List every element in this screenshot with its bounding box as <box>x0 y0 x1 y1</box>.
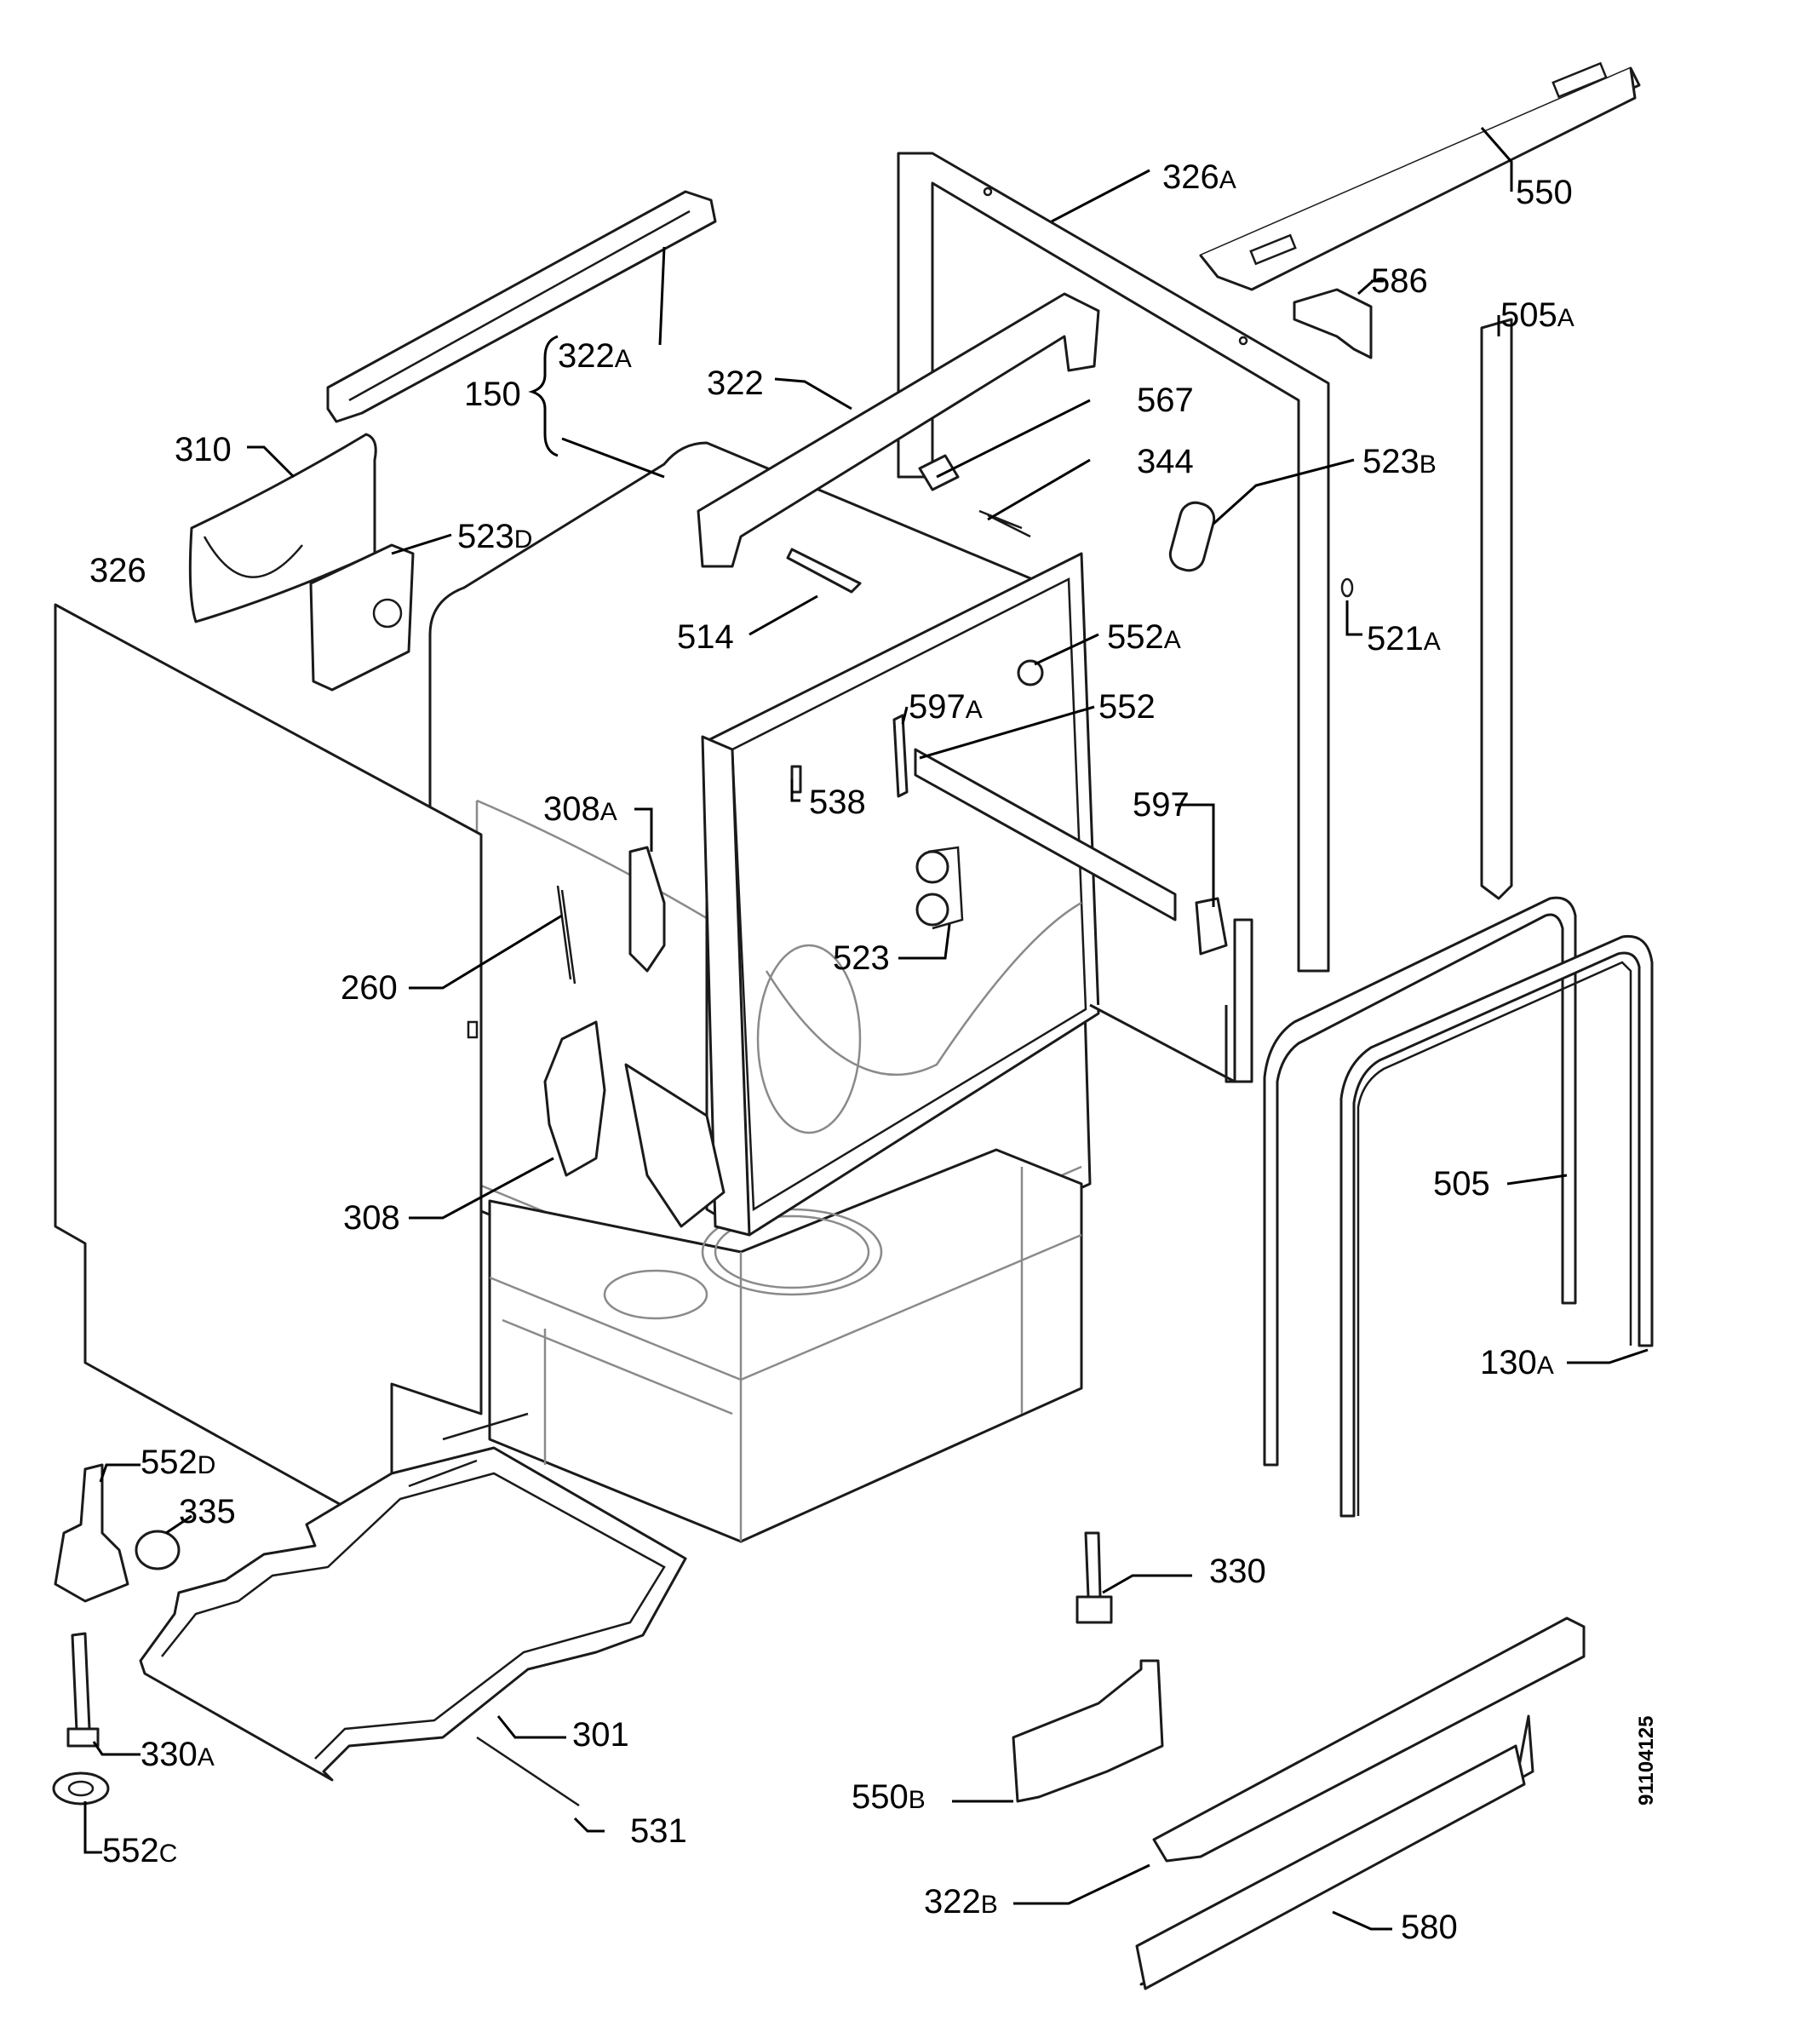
bracket-550b <box>1012 1659 1164 1803</box>
callout-523: 523 <box>833 939 890 977</box>
callout-531: 531 <box>630 1812 687 1850</box>
callout-260: 260 <box>341 969 398 1007</box>
callout-580: 580 <box>1401 1909 1458 1946</box>
callout-150: 150 <box>464 376 521 413</box>
adjustable-foot <box>52 1463 181 1806</box>
callout-552a: 552A <box>1107 618 1181 656</box>
base-frame <box>488 1148 1083 1543</box>
callout-344: 344 <box>1137 443 1194 480</box>
callout-521a: 521A <box>1367 620 1441 657</box>
callout-597a: 597A <box>909 688 983 726</box>
callout-552d: 552D <box>141 1444 216 1481</box>
door-seals <box>1263 896 1654 1518</box>
leader-lines <box>83 127 1649 1931</box>
callout-330a: 330A <box>141 1736 215 1773</box>
callout-538: 538 <box>809 784 866 821</box>
callout-514: 514 <box>677 618 734 656</box>
small-fittings <box>786 454 1354 956</box>
callout-505a: 505A <box>1500 296 1574 334</box>
callout-301: 301 <box>572 1716 629 1754</box>
callout-322a: 322A <box>558 337 632 375</box>
callout-523d: 523D <box>457 518 533 555</box>
kick-plate-580 <box>1135 1714 1534 1990</box>
foot-330 <box>1075 1531 1113 1624</box>
callout-552: 552 <box>1098 688 1156 726</box>
kick-plate-322b <box>1152 1616 1586 1863</box>
callout-586: 586 <box>1371 262 1428 300</box>
callout-597: 597 <box>1133 786 1190 824</box>
callout-130a: 130A <box>1480 1344 1554 1381</box>
side-panel-left <box>54 603 483 1535</box>
callout-322: 322 <box>707 365 764 402</box>
rod-531 <box>476 1736 580 1807</box>
top-cover-322a <box>326 190 717 423</box>
callout-505: 505 <box>1433 1165 1490 1203</box>
callout-552c: 552C <box>102 1832 178 1869</box>
hinges-and-spring <box>543 846 726 1228</box>
callout-310: 310 <box>175 431 232 468</box>
panel-523d <box>309 543 415 692</box>
callout-326a: 326A <box>1162 158 1236 196</box>
callout-308: 308 <box>343 1199 400 1237</box>
bracket-586 <box>1293 288 1373 359</box>
callout-550: 550 <box>1516 174 1573 211</box>
callout-335: 335 <box>179 1493 236 1530</box>
brace-150 <box>528 335 559 457</box>
top-cover-322 <box>697 292 1100 568</box>
base-tray-301 <box>139 1412 687 1782</box>
callout-523b: 523B <box>1362 443 1437 480</box>
rear-panel-frame <box>897 152 1330 1083</box>
callout-567: 567 <box>1137 382 1194 419</box>
callout-330: 330 <box>1209 1553 1266 1590</box>
top-rail <box>1199 61 1641 291</box>
side-strip-505a <box>1480 318 1513 900</box>
callout-322b: 322B <box>924 1883 998 1921</box>
callout-550b: 550B <box>852 1778 926 1816</box>
callout-308a: 308A <box>543 790 617 828</box>
callout-326: 326 <box>89 552 146 589</box>
